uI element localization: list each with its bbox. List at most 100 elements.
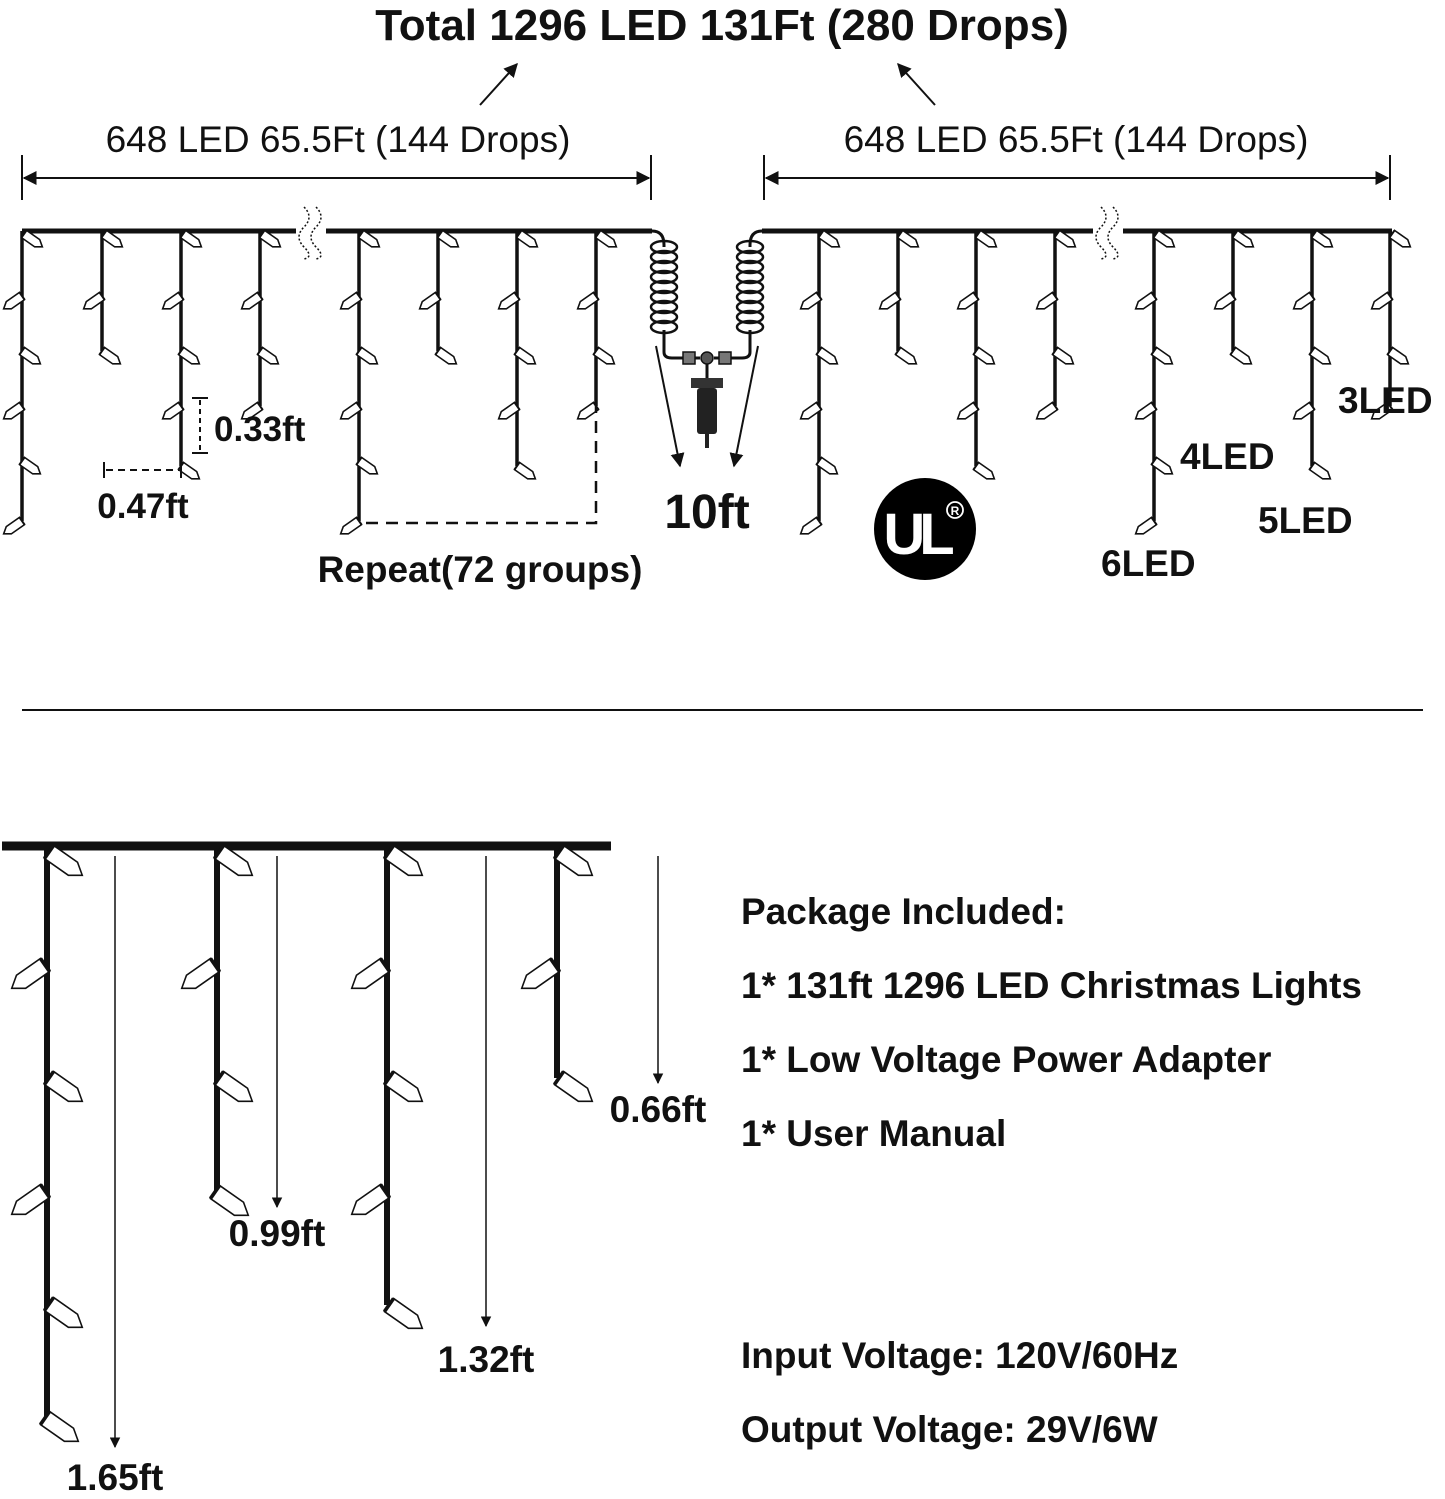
led-bulb-icon [161, 401, 185, 420]
led-count-label-5: 5LED [1258, 500, 1353, 541]
drop-5led [1292, 229, 1334, 480]
led-bulb-icon [497, 401, 521, 420]
package-heading: Package Included: [741, 891, 1066, 932]
led-bulb-icon [1231, 229, 1255, 248]
length-arrows [109, 856, 664, 1449]
drop-3led [418, 229, 460, 365]
led-bulb-icon [2, 516, 26, 535]
package-item-manual: 1* User Manual [741, 1113, 1006, 1154]
led-bulb-icon [179, 229, 203, 248]
led-bulb-icon [339, 291, 363, 310]
led-bulb-icon [1035, 291, 1059, 310]
led-bulb-icon [161, 291, 185, 310]
repeat-label: Repeat(72 groups) [318, 549, 643, 590]
led-bulb-icon [436, 229, 460, 248]
led-bulb-icon [815, 456, 839, 475]
led-bulb-icon [10, 957, 52, 990]
led-bulb-icon [815, 346, 839, 365]
led-bulb-icon [1229, 346, 1253, 365]
led-bulb-icon [355, 346, 379, 365]
led-bulb-icon [42, 1296, 84, 1329]
led-bulb-icon [513, 461, 537, 480]
power-plug-icon [682, 351, 732, 448]
led-bulb-icon [552, 844, 594, 877]
drop-5led [497, 229, 539, 480]
led-bulb-icon [382, 844, 424, 877]
detail-drop-3led [520, 844, 594, 1103]
led-bulb-icon [1053, 229, 1077, 248]
package-item-adapter: 1* Low Voltage Power Adapter [741, 1039, 1271, 1080]
led-bulb-icon [20, 229, 44, 248]
bottom-drops-group [10, 844, 594, 1443]
led-bulb-icon [382, 1297, 424, 1330]
cable-arrow-right [729, 345, 759, 468]
led-bulb-icon [1308, 346, 1332, 365]
top-drops-group [2, 229, 1412, 535]
led-bulb-icon [98, 346, 122, 365]
led-bulb-icon [799, 516, 823, 535]
drop-4led [1370, 229, 1412, 420]
led-bulb-icon [339, 401, 363, 420]
led-bulb-icon [799, 401, 823, 420]
led-bulb-icon [1213, 291, 1237, 310]
coiled-lead-cable [649, 229, 765, 380]
title-arrow-left [479, 62, 518, 106]
led-bulb-icon [592, 346, 616, 365]
led-bulb-icon [972, 461, 996, 480]
input-voltage-spec: Input Voltage: 120V/60Hz [741, 1335, 1178, 1376]
drop-3led [82, 229, 124, 365]
led-bulb-icon [894, 346, 918, 365]
led-bulb-icon [878, 291, 902, 310]
repeat-bracket [366, 377, 598, 525]
vertical-spacing-label: 0.33ft [214, 410, 306, 449]
led-bulb-icon [817, 229, 841, 248]
led-bulb-icon [552, 1070, 594, 1103]
led-bulb-icon [258, 229, 282, 248]
led-bulb-icon [208, 1184, 250, 1217]
led-bulb-icon [1292, 291, 1316, 310]
lead-cable-label: 10ft [664, 486, 749, 539]
led-bulb-icon [1292, 401, 1316, 420]
vertical-spacing-marker [192, 397, 208, 454]
led-bulb-icon [1035, 401, 1059, 420]
led-bulb-icon [956, 291, 980, 310]
led-bulb-icon [1150, 456, 1174, 475]
drop-6led [799, 229, 841, 535]
led-bulb-icon [2, 291, 26, 310]
led-bulb-icon [1134, 401, 1158, 420]
led-bulb-icon [1134, 516, 1158, 535]
drop-5led [956, 229, 998, 480]
led-bulb-icon [497, 291, 521, 310]
ul-certification-icon: UL R [874, 478, 976, 580]
led-bulb-icon [799, 291, 823, 310]
title-arrow-right [897, 62, 936, 106]
led-count-label-6: 6LED [1101, 543, 1196, 584]
cable-arrow-left [655, 345, 685, 468]
led-bulb-icon [974, 229, 998, 248]
led-bulb-icon [18, 456, 42, 475]
led-bulb-icon [10, 1183, 52, 1216]
led-bulb-icon [434, 346, 458, 365]
led-bulb-icon [594, 229, 618, 248]
output-voltage-spec: Output Voltage: 29V/6W [741, 1409, 1158, 1450]
drop-3led [878, 229, 920, 365]
led-bulb-icon [896, 229, 920, 248]
section-divider [22, 709, 1423, 711]
led-bulb-icon [1388, 229, 1412, 248]
led-bulb-icon [972, 346, 996, 365]
length-label-0-66: 0.66ft [610, 1089, 707, 1130]
length-label-1-32: 1.32ft [438, 1339, 535, 1380]
drop-6led [1134, 229, 1176, 535]
detail-drop-4led [180, 844, 254, 1217]
led-bulb-icon [520, 957, 562, 990]
led-bulb-icon [2, 401, 26, 420]
package-item-lights: 1* 131ft 1296 LED Christmas Lights [741, 965, 1362, 1006]
led-bulb-icon [240, 401, 264, 420]
left-section-label: 648 LED 65.5Ft (144 Drops) [106, 119, 571, 160]
length-label-0-99: 0.99ft [229, 1213, 326, 1254]
detail-drop-6led [10, 844, 84, 1443]
led-bulb-icon [1370, 401, 1394, 420]
detail-drop-5led [350, 844, 424, 1330]
led-bulb-icon [1308, 461, 1332, 480]
